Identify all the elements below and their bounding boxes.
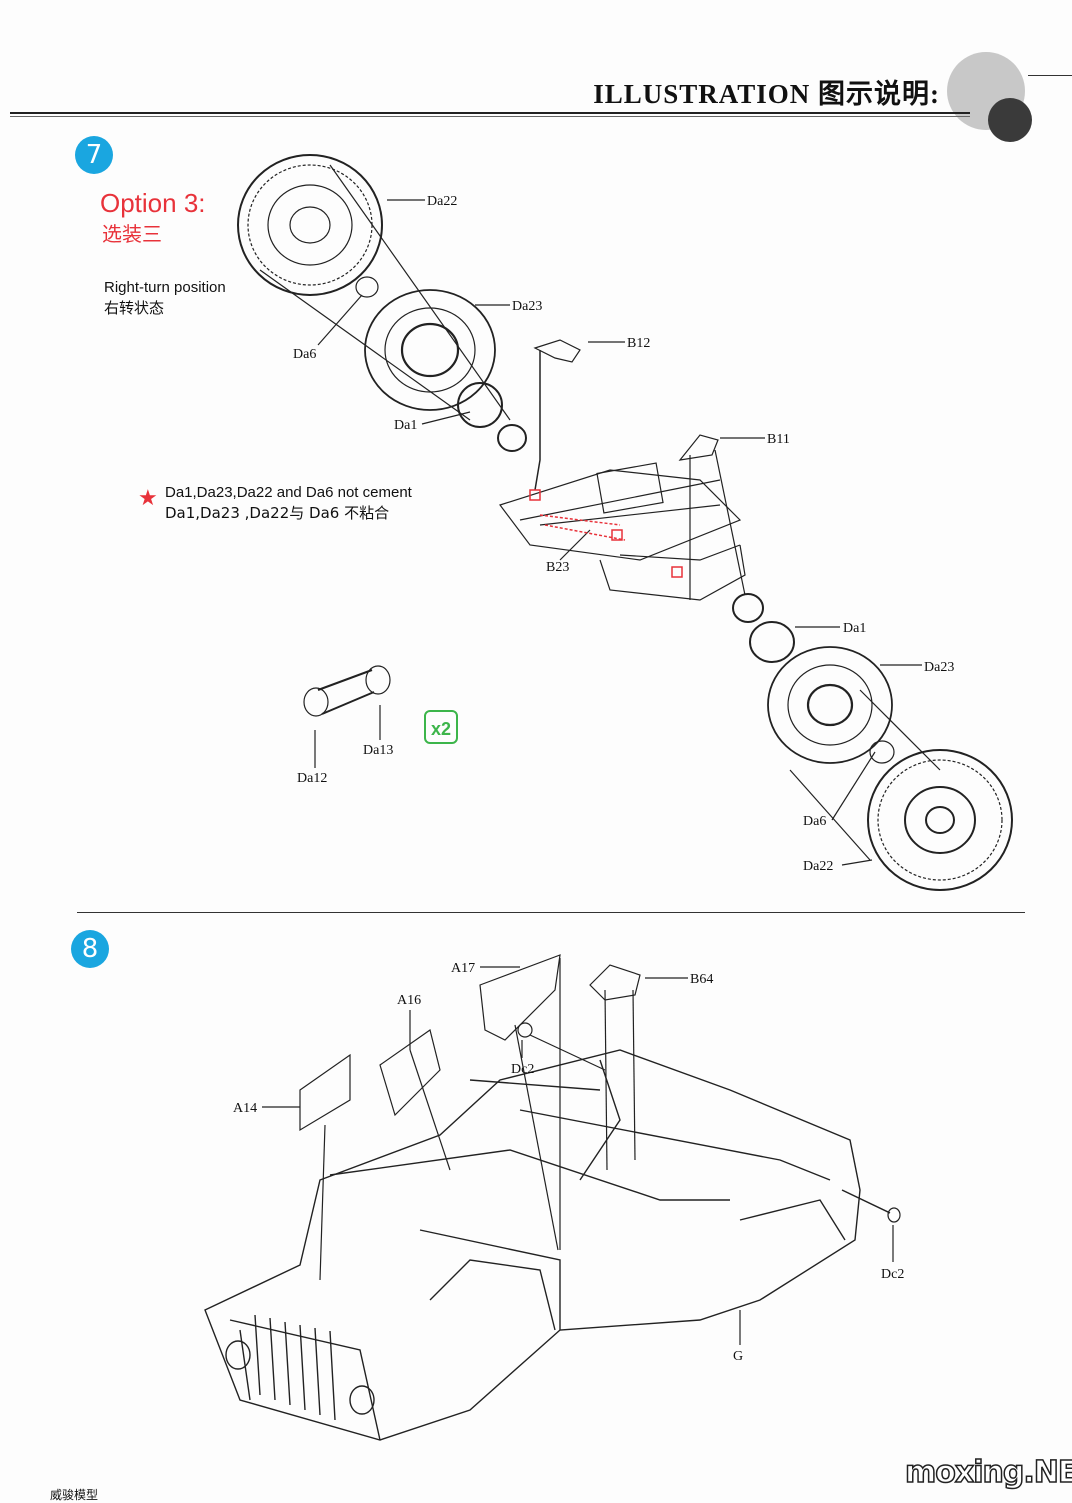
decorative-dark-circle (988, 98, 1032, 142)
rim-da23-top (364, 289, 496, 411)
label-da13: Da13 (363, 743, 393, 758)
header-rule-thin (10, 116, 970, 117)
part-a14 (299, 1053, 351, 1132)
position-label: Right-turn position (104, 279, 226, 296)
label-a16: A16 (397, 993, 421, 1008)
rim-da23-right (767, 646, 893, 764)
cement-note: Da1,Da23,Da22 and Da6 not cement (165, 484, 412, 501)
label-a17: A17 (451, 961, 475, 976)
label-dc2-top: Dc2 (511, 1062, 534, 1077)
label-dc2-right: Dc2 (881, 1267, 904, 1282)
star-icon: ★ (138, 486, 158, 511)
label-da1-top: Da1 (394, 418, 417, 433)
position-label-cn: 右转状态 (104, 299, 165, 317)
part-dc2-right (887, 1207, 901, 1223)
part-dc2-top (517, 1022, 533, 1038)
label-b11: B11 (767, 432, 790, 447)
header-rule (10, 112, 970, 114)
option-title-cn: 选装三 (102, 222, 162, 246)
step-8-badge: 8 (71, 930, 109, 968)
page-title: ILLUSTRATION 图示说明: (593, 79, 940, 109)
label-da6-top: Da6 (293, 347, 316, 362)
hub-da6-right (869, 740, 895, 764)
tie-rod-da12-da13 (303, 665, 391, 717)
hub-da6-top (355, 276, 379, 298)
part-b64 (589, 964, 641, 1001)
label-da22-right: Da22 (803, 859, 833, 874)
top-rule (1028, 75, 1072, 76)
cement-note-cn: Da1,Da23 ,Da22与 Da6 不粘合 (165, 504, 390, 522)
part-a17 (479, 954, 561, 1041)
jeep-body-g (204, 1049, 861, 1441)
hub-right (732, 593, 764, 623)
label-b64: B64 (690, 972, 713, 987)
tire-da22-right (867, 749, 1013, 891)
footer-brand: 威骏模型 (50, 1488, 99, 1502)
label-da22-top: Da22 (427, 194, 457, 209)
part-a16 (379, 1029, 441, 1117)
tire-da22-top (237, 154, 383, 296)
option-title: Option 3: (100, 188, 206, 218)
label-g: G (733, 1349, 743, 1364)
label-da23-top: Da23 (512, 299, 542, 314)
section-divider (77, 912, 1025, 913)
drum-da1-right (749, 621, 795, 663)
watermark: moxing.NET (904, 1454, 1072, 1491)
label-da6-right: Da6 (803, 814, 826, 829)
label-b12: B12 (627, 336, 650, 351)
label-b23: B23 (546, 560, 569, 575)
step-7-badge: 7 (75, 136, 113, 174)
quantity-badge: x2 (424, 710, 458, 744)
drum-da1-top (457, 382, 503, 428)
label-a14: A14 (233, 1101, 257, 1116)
label-da12: Da12 (297, 771, 327, 786)
label-da1-right: Da1 (843, 621, 866, 636)
hub-top (497, 424, 527, 452)
label-da23-right: Da23 (924, 660, 954, 675)
